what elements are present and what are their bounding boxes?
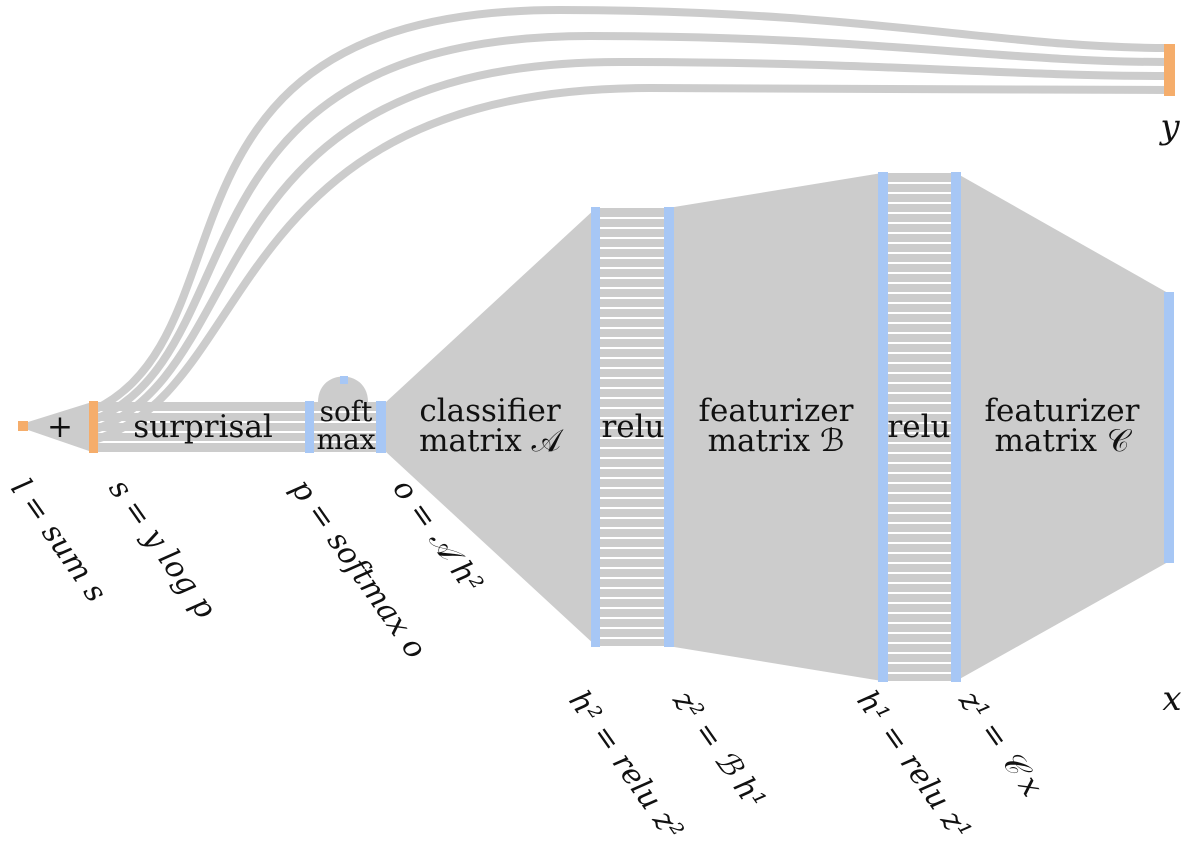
featurizer-c-label-line2: matrix 𝒞 [994, 423, 1132, 459]
s-endpoint-bar [89, 401, 98, 453]
label-curve-2 [92, 31, 1169, 424]
s-equation: s = y log p [101, 473, 222, 626]
o-layer-bar [376, 401, 386, 453]
softmax-hump [318, 376, 368, 402]
loss-equation: l = sum s [3, 473, 113, 609]
relu-h1-stripes [888, 182, 951, 674]
label-curve-1 [92, 5, 1169, 414]
classifier-label-line2: matrix 𝒜 [419, 423, 564, 459]
z2-equation: z² = ℬ h¹ [665, 684, 773, 817]
h1-layer-bar [878, 172, 888, 682]
featurizer-b-label-line1: featurizer [699, 393, 854, 429]
featurizer-b-shape [668, 173, 882, 681]
softmax-band [306, 402, 386, 452]
loss-endpoint [18, 421, 28, 431]
label-curve-4 [92, 83, 1169, 444]
featurizer-b-label-line2: matrix ℬ [708, 423, 845, 459]
sum-funnel [28, 402, 92, 452]
p-layer-bar [305, 401, 314, 453]
featurizer-c-shape [956, 173, 1168, 681]
softmax-label-line1: soft [320, 395, 374, 428]
featurizer-c-label-line1: featurizer [985, 393, 1140, 429]
h2-layer-bar [591, 207, 600, 647]
plus-label: + [47, 409, 73, 445]
x-layer-bar [1164, 292, 1174, 563]
y-variable-label: y [1158, 107, 1180, 147]
block-labels: + surprisal soft max classifier matrix 𝒜… [47, 393, 1140, 459]
label-curves [92, 5, 1169, 444]
y-endpoint-bar [1164, 44, 1175, 96]
classifier-label-line1: classifier [419, 393, 561, 429]
softmax-label-line2: max [316, 423, 375, 456]
relu-h2-label: relu [601, 409, 664, 445]
surprisal-label: surprisal [133, 409, 273, 445]
z1-equation: z¹ = 𝒞 x [951, 684, 1049, 804]
layer-bars [18, 44, 1175, 682]
relu-h1-label: relu [887, 409, 950, 445]
label-curve-3 [92, 57, 1169, 434]
relu-h1-band [882, 173, 956, 681]
relu-h2-stripes [600, 217, 664, 639]
z1-layer-bar [951, 172, 961, 682]
classifier-matrix-shape [386, 208, 596, 646]
x-variable-label: x [1162, 679, 1181, 719]
softmax-stripes [314, 411, 376, 443]
softmax-hump-mark [340, 376, 348, 384]
z2-layer-bar [664, 207, 674, 647]
